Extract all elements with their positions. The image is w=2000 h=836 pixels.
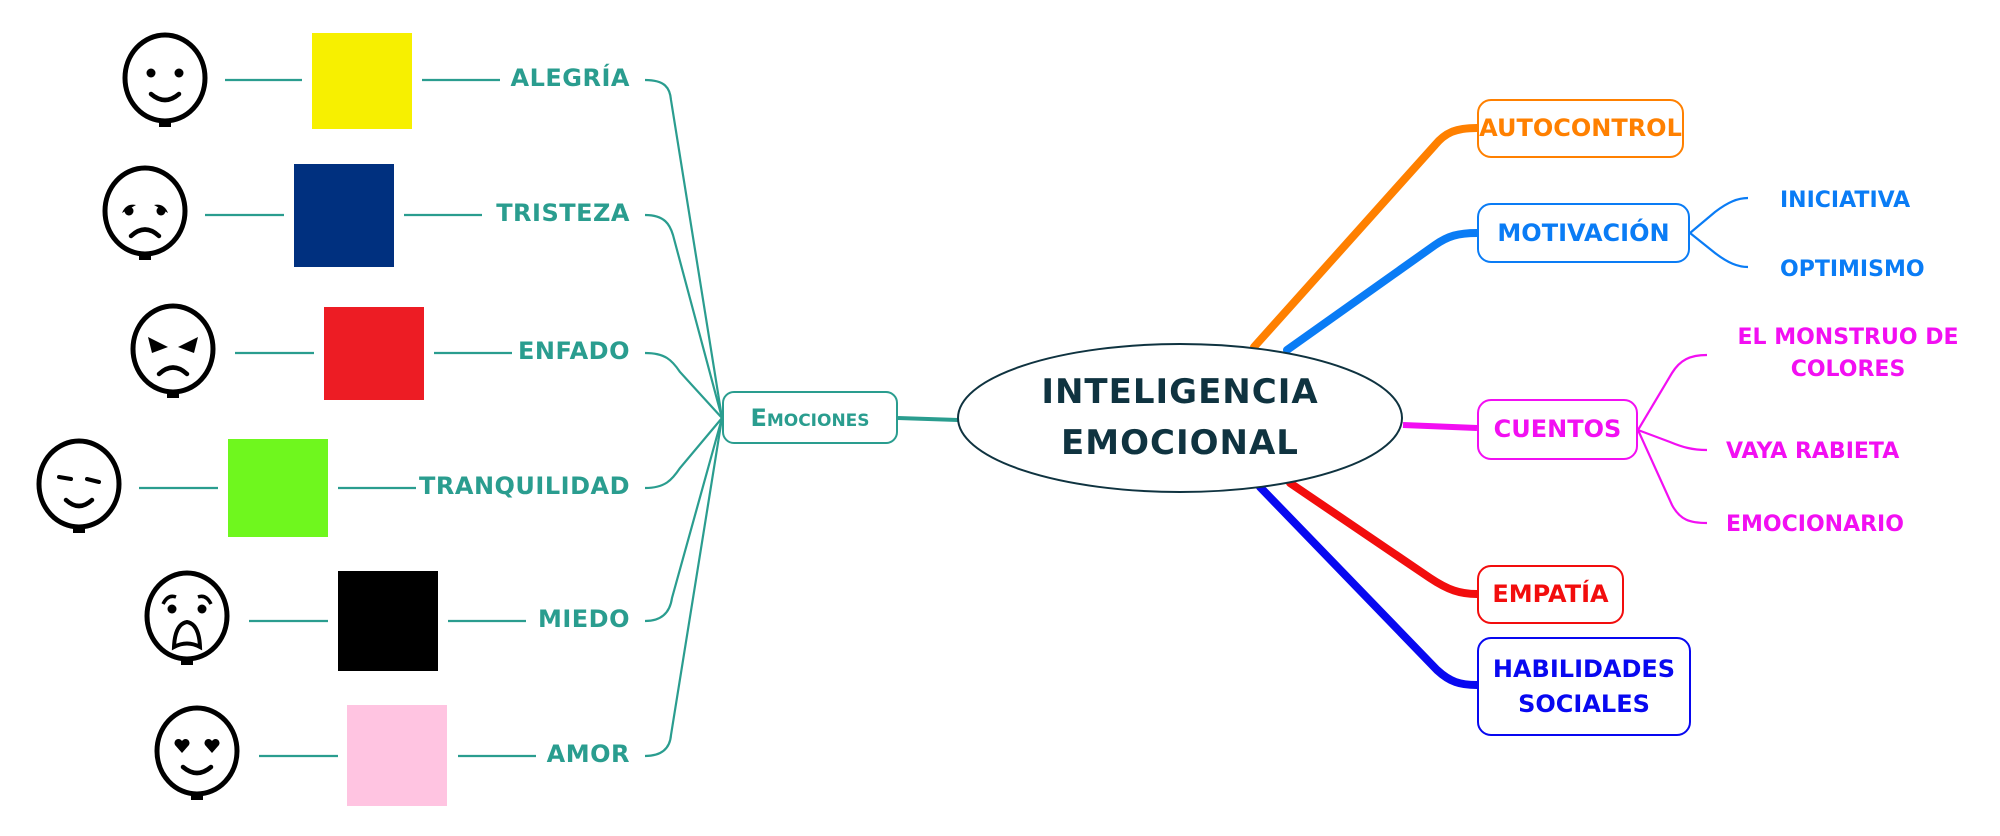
connector-tristeza bbox=[644, 213, 724, 419]
connector-motivacion bbox=[1283, 229, 1481, 354]
connector-autocontrol bbox=[1250, 124, 1481, 351]
connector-enfado bbox=[644, 351, 723, 419]
connector-habilidades bbox=[1256, 483, 1481, 689]
scared-face-icon bbox=[144, 570, 230, 665]
connector-emociones-central bbox=[897, 416, 959, 422]
motivacion-sub-connectors bbox=[1689, 196, 1749, 269]
connector-empatia bbox=[1286, 479, 1481, 598]
autocontrol-label: AUTOCONTROL bbox=[1479, 114, 1682, 143]
love-face-icon bbox=[154, 705, 240, 800]
subnode-el-monstruo-de-colores[interactable]: EL MONSTRUO DE COLORES bbox=[1728, 322, 1968, 386]
central-title-line2: EMOCIONAL bbox=[1061, 423, 1299, 463]
cuentos-sub-connectors bbox=[1636, 353, 1708, 525]
cuentos-label: CUENTOS bbox=[1493, 415, 1622, 444]
color-swatch-tristeza bbox=[294, 164, 394, 267]
node-empatia[interactable]: EMPATÍA bbox=[1477, 565, 1624, 624]
subnode-vaya-rabieta[interactable]: VAYA RABIETA bbox=[1726, 439, 1900, 464]
color-swatch-amor bbox=[347, 705, 447, 806]
color-swatch-miedo bbox=[338, 571, 438, 671]
node-motivacion[interactable]: MOTIVACIÓN bbox=[1477, 203, 1690, 263]
central-title-line1: INTELIGENCIA bbox=[1041, 372, 1319, 412]
emotion-label-alegria[interactable]: ALEGRÍA bbox=[510, 64, 630, 92]
connector-tranquilidad bbox=[644, 417, 723, 490]
emotion-label-amor[interactable]: AMOR bbox=[546, 740, 630, 768]
subnode-optimismo[interactable]: OPTIMISMO bbox=[1780, 257, 1925, 282]
monstruo-line2: COLORES bbox=[1790, 356, 1906, 382]
habilidades-label-line2: SOCIALES bbox=[1518, 689, 1650, 718]
central-node[interactable]: INTELIGENCIA EMOCIONAL bbox=[957, 343, 1403, 493]
emotion-connectors bbox=[139, 78, 724, 758]
monstruo-line1: EL MONSTRUO DE bbox=[1737, 325, 1959, 350]
habilidades-label-line1: HABILIDADES bbox=[1492, 654, 1676, 683]
angry-face-icon bbox=[130, 303, 216, 398]
calm-face-icon bbox=[36, 438, 122, 533]
connector-amor bbox=[644, 417, 724, 758]
color-swatch-alegria bbox=[312, 33, 412, 129]
emotion-label-tranquilidad[interactable]: TRANQUILIDAD bbox=[419, 472, 630, 500]
node-autocontrol[interactable]: AUTOCONTROL bbox=[1477, 99, 1684, 158]
happy-face-icon bbox=[122, 32, 208, 127]
empatia-label: EMPATÍA bbox=[1492, 580, 1609, 609]
motivacion-label: MOTIVACIÓN bbox=[1497, 218, 1670, 247]
central-node-shape bbox=[957, 343, 1403, 493]
connector-alegria bbox=[644, 78, 724, 419]
subnode-iniciativa[interactable]: INICIATIVA bbox=[1780, 188, 1911, 213]
node-habilidades-sociales[interactable]: HABILIDADES SOCIALES bbox=[1477, 637, 1691, 736]
emociones-label: Emociones bbox=[750, 403, 870, 432]
connector-miedo bbox=[644, 417, 724, 623]
emotion-label-miedo[interactable]: MIEDO bbox=[537, 605, 630, 633]
color-swatch-enfado bbox=[324, 307, 424, 400]
color-swatch-tranquilidad bbox=[228, 439, 328, 537]
emotion-label-tristeza[interactable]: TRISTEZA bbox=[496, 199, 630, 227]
connector-cuentos bbox=[1402, 422, 1478, 431]
sad-face-icon bbox=[102, 165, 188, 260]
emociones-node[interactable]: Emociones bbox=[722, 391, 898, 444]
node-cuentos[interactable]: CUENTOS bbox=[1477, 399, 1638, 460]
subnode-emocionario[interactable]: EMOCIONARIO bbox=[1726, 512, 1904, 537]
emotion-label-enfado[interactable]: ENFADO bbox=[517, 337, 630, 365]
